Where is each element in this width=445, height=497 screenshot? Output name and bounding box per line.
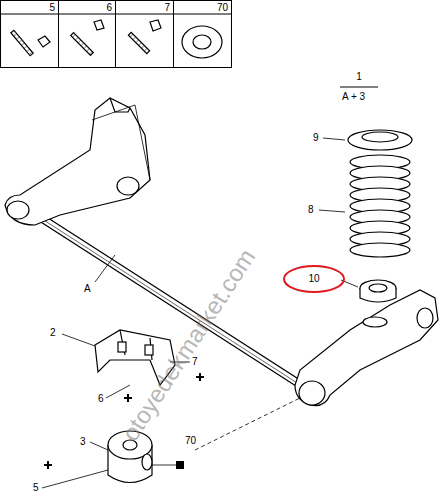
callout-number: 6: [98, 394, 104, 404]
callout-number: 9: [313, 133, 319, 143]
callout-number: 70: [185, 436, 196, 446]
highlight-ellipse: 10: [282, 264, 346, 294]
callout-number: 1: [356, 72, 362, 82]
part-table-cell: 70: [173, 0, 232, 68]
part-table-cell: 5: [0, 0, 59, 68]
callout-number: 5: [49, 3, 55, 13]
callout-number: 5: [33, 483, 39, 493]
callout-number: 2: [50, 328, 56, 338]
callout-number: 6: [106, 3, 112, 13]
callout-number: 3: [80, 437, 86, 447]
callout-number: 8: [308, 205, 314, 215]
callout-number: 7: [164, 3, 170, 13]
callout-number: 10: [282, 274, 346, 284]
callout-number: A: [84, 284, 91, 294]
callout-number: A + 3: [342, 92, 365, 102]
part-table-cell: 6: [58, 0, 116, 68]
part-table-cell: 7: [115, 0, 174, 68]
callout-number: 70: [217, 3, 228, 13]
